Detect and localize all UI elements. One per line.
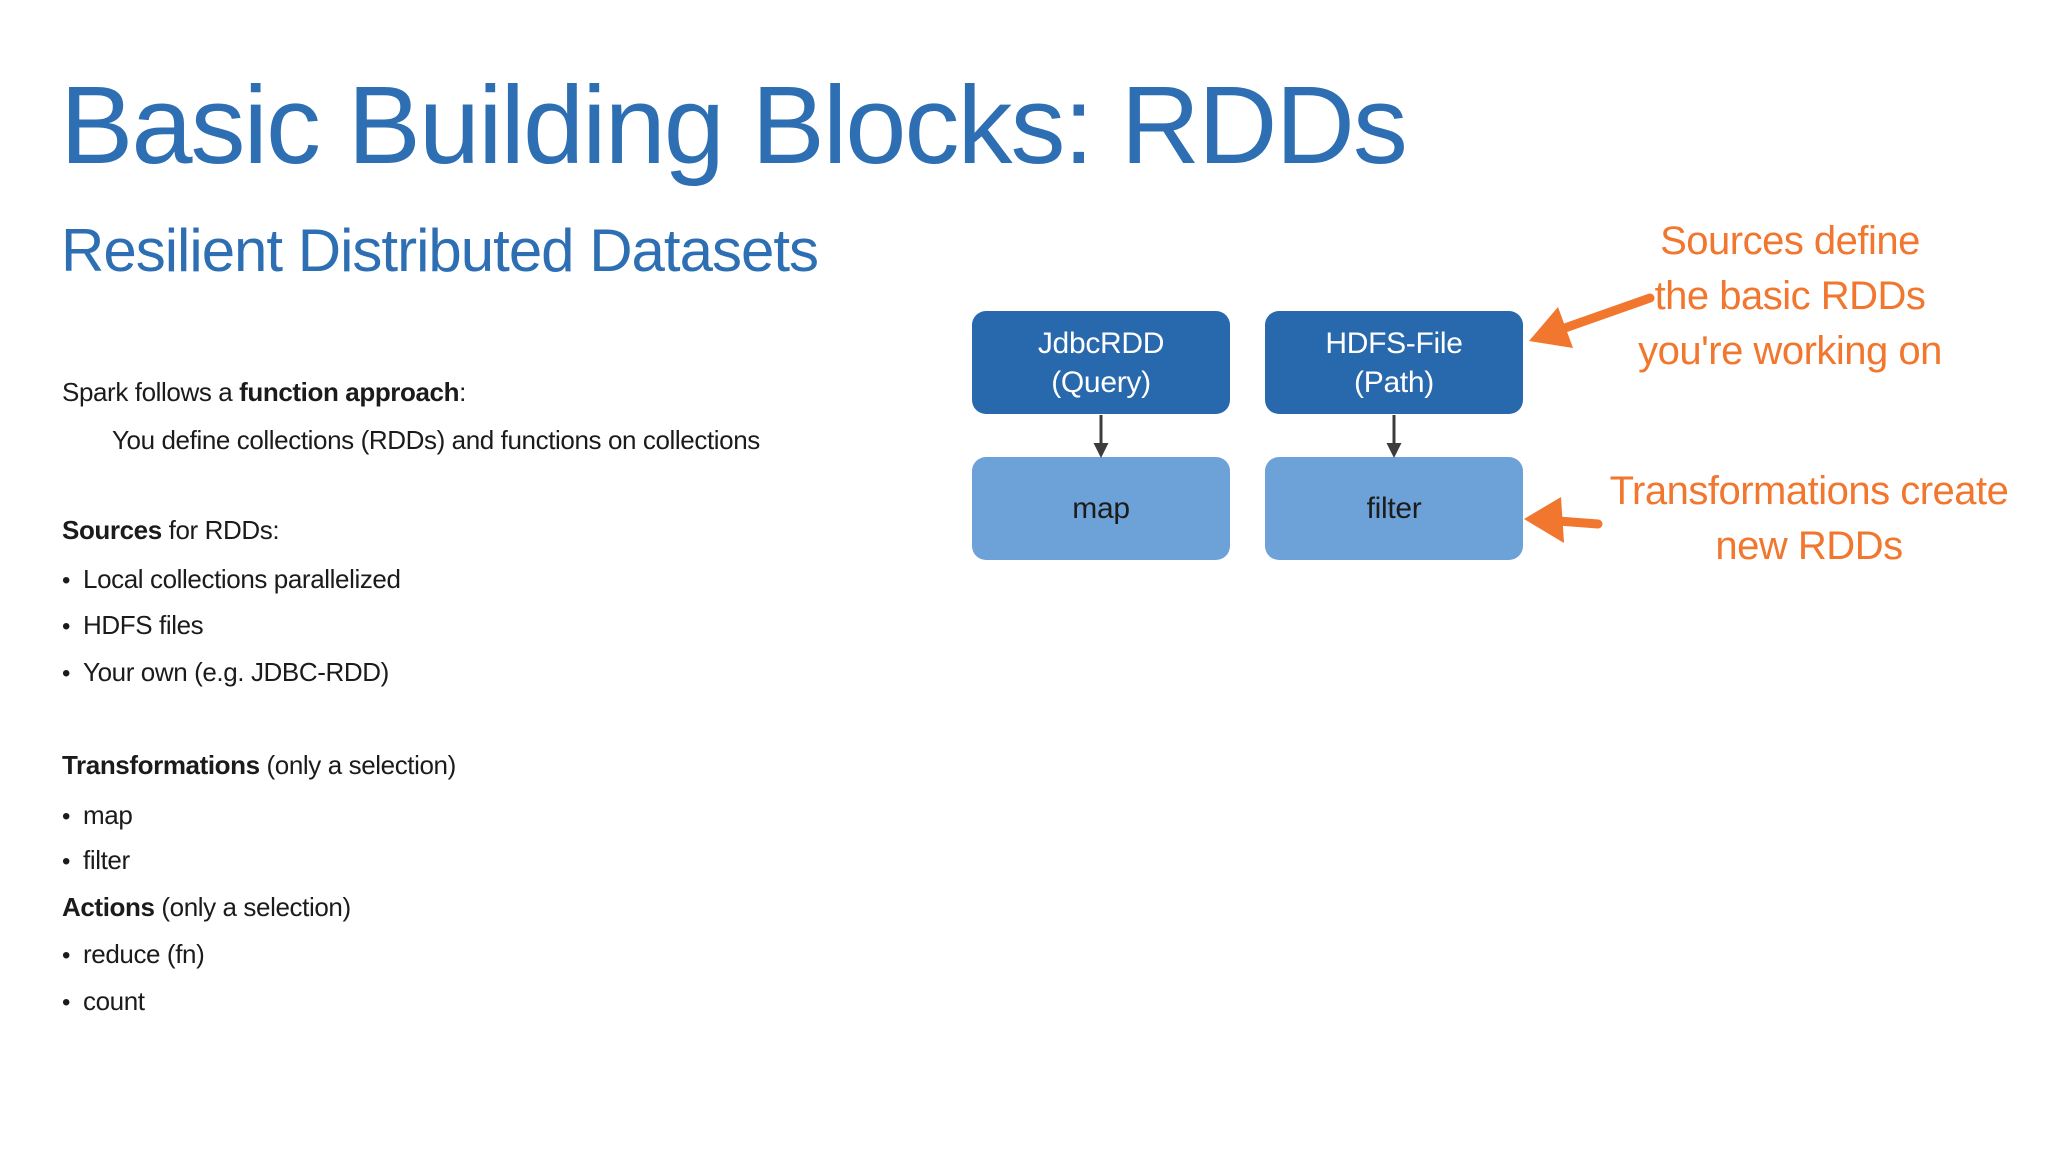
annotation-line: you're working on — [1638, 329, 1942, 373]
map-transform-box: map — [972, 457, 1230, 560]
actions-heading-rest: (only a selection) — [154, 892, 351, 922]
hdfs-source-box: HDFS-File (Path) — [1265, 311, 1523, 414]
annotation-line: the basic RDDs — [1654, 274, 1926, 318]
transformations-heading-bold: Transformations — [62, 750, 260, 780]
bullet-text: filter — [83, 845, 130, 875]
box-label: filter — [1366, 492, 1422, 525]
sources-heading: Sources for RDDs: — [62, 513, 280, 547]
page-title: Basic Building Blocks: RDDs — [60, 64, 1408, 187]
filter-transform-box: filter — [1265, 457, 1523, 560]
box-label-line1: JdbcRDD — [1037, 326, 1165, 360]
intro-bold: function approach — [239, 377, 460, 407]
bullet-text: Local collections parallelized — [83, 564, 401, 594]
box-label-line2: (Path) — [1354, 365, 1434, 399]
sources-list-item: • Your own (e.g. JDBC-RDD) — [62, 655, 389, 691]
annotation-line: Transformations create — [1609, 469, 2009, 513]
box-label-line2: (Query) — [1051, 365, 1151, 399]
transformations-annotation: Transformations create new RDDs — [1597, 464, 2021, 574]
bullet-icon: • — [62, 942, 71, 969]
bullet-text: Your own (e.g. JDBC-RDD) — [83, 657, 389, 687]
intro-prefix: Spark follows a — [62, 377, 240, 407]
transformations-list-item: • map — [62, 798, 133, 834]
sources-annotation: Sources define the basic RDDs you're wor… — [1600, 214, 1980, 379]
bullet-icon: • — [62, 613, 71, 640]
connector-arrow-hdfs-to-filter — [1386, 415, 1402, 458]
bullet-icon: • — [62, 567, 71, 594]
bullet-icon: • — [62, 660, 71, 687]
intro-line: Spark follows a function approach: — [62, 375, 466, 409]
sources-list-item: • Local collections parallelized — [62, 562, 401, 598]
box-label: map — [1072, 492, 1130, 525]
sources-list-item: • HDFS files — [62, 608, 204, 644]
bullet-text: count — [83, 986, 145, 1016]
annotation-line: new RDDs — [1715, 524, 1903, 568]
transformations-heading: Transformations (only a selection) — [62, 748, 456, 782]
transformations-annotation-arrow-icon — [1524, 497, 1603, 543]
intro-suffix: : — [459, 377, 466, 407]
bullet-text: map — [83, 800, 133, 830]
transformations-list-item: • filter — [62, 843, 130, 879]
transformations-heading-rest: (only a selection) — [259, 750, 457, 780]
actions-list-item: • count — [62, 984, 145, 1020]
page-subtitle: Resilient Distributed Datasets — [61, 217, 819, 284]
actions-heading-bold: Actions — [62, 892, 155, 922]
box-label-line1: HDFS-File — [1325, 326, 1463, 360]
bullet-text: reduce (fn) — [83, 939, 205, 969]
actions-heading: Actions (only a selection) — [62, 890, 351, 924]
bullet-icon: • — [62, 848, 71, 875]
bullet-icon: • — [62, 989, 71, 1016]
actions-list-item: • reduce (fn) — [62, 937, 205, 973]
intro-subline: You define collections (RDDs) and functi… — [112, 425, 760, 455]
sources-heading-bold: Sources — [62, 515, 162, 545]
jdbcrdd-source-box: JdbcRDD (Query) — [972, 311, 1230, 414]
sources-heading-rest: for RDDs: — [161, 515, 280, 545]
annotation-line: Sources define — [1660, 219, 1920, 263]
bullet-icon: • — [62, 803, 71, 830]
bullet-text: HDFS files — [83, 610, 204, 640]
connector-arrow-jdbc-to-map — [1093, 415, 1109, 458]
